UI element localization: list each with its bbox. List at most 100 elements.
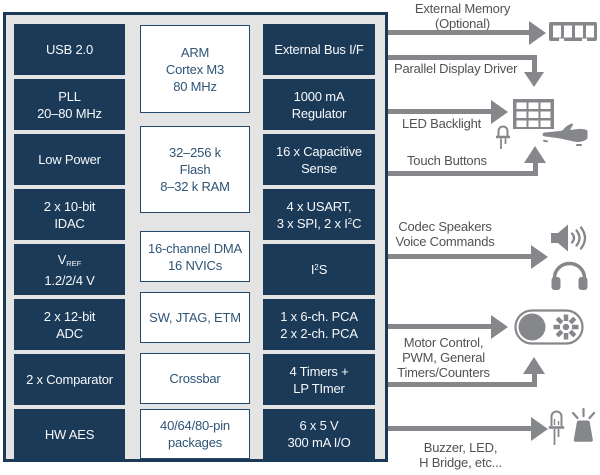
block-label: Sense (301, 160, 337, 176)
motor-control-label: Motor Control, PWM, General Timers/Count… (387, 335, 500, 380)
touch-buttons-arrow-line (388, 171, 538, 176)
label-line: LED Backlight (402, 116, 482, 131)
block-vref: VREF 1.2/2/4 V (14, 244, 125, 295)
block-label: Low Power (38, 152, 101, 167)
block-idac: 2 x 10-bit IDAC (14, 189, 125, 240)
block-label: 4 Timers + (289, 363, 349, 379)
touch-buttons-arrow-head (524, 146, 546, 163)
block-debug: SW, JTAG, ETM (140, 292, 250, 343)
buzzer-icon (571, 407, 596, 442)
block-label: 2 x 10-bit (43, 198, 96, 214)
touch-buttons-arrow-rise (533, 163, 538, 171)
block-label: USB 2.0 (45, 42, 93, 57)
block-external-bus: External Bus I/F (263, 24, 375, 75)
block-label: 6 x 5 V (299, 418, 339, 433)
block-label: HW AES (44, 426, 95, 442)
block-arm-core: ARM Cortex M3 80 MHz (140, 25, 250, 113)
block-label: 16-channel DMA (147, 240, 243, 256)
block-label: 80 MHz (173, 78, 217, 94)
block-label: ARM (180, 44, 210, 60)
block-label: IDAC (54, 215, 85, 231)
buzzer-arrow-head (531, 417, 548, 441)
parallel-display-label: Parallel Display Driver (394, 61, 517, 76)
block-label: SW, JTAG, ETM (149, 310, 241, 325)
block-label: 16 x Capacitive (276, 143, 362, 159)
block-label: VREF (58, 251, 81, 272)
label-line: (Optional) (434, 16, 491, 31)
block-label: PLL (58, 88, 81, 104)
buzzer-arrow-line (388, 426, 531, 431)
block-crossbar: Crossbar (140, 353, 250, 404)
block-label: 2 x Comparator (26, 372, 113, 387)
hand-icon (542, 123, 588, 146)
block-label: 40/64/80-pin (160, 418, 230, 433)
block-label: 2 x 12-bit (43, 308, 96, 324)
label-line: Timers/Counters (397, 365, 490, 380)
block-regulator: 1000 mA Regulator (263, 79, 375, 130)
parallel-display-arrow-line (388, 55, 537, 60)
label-part: S (318, 262, 328, 277)
block-hw-aes: HW AES (14, 409, 125, 459)
external-memory-arrow-line (388, 30, 529, 35)
label-part: C (352, 215, 362, 231)
label-line: External Memory (414, 1, 511, 16)
motor-arrow2-line (388, 382, 537, 387)
block-low-power: Low Power (14, 134, 125, 185)
block-label: ADC (56, 325, 83, 341)
block-label: 16 NVICs (167, 257, 223, 273)
block-label: 8–32 k RAM (160, 179, 230, 194)
led-backlight-arrow-head (491, 100, 508, 124)
block-label: I2S (310, 261, 328, 278)
block-io: 6 x 5 V 300 mA I/O (263, 409, 375, 459)
motor-arrow-line (388, 324, 491, 329)
block-label: 1000 mA (293, 88, 345, 104)
touch-buttons-label: Touch Buttons (407, 153, 487, 168)
buzzer-led-label: Buzzer, LED, H Bridge, etc... (398, 440, 523, 470)
led-backlight-label: LED Backlight (402, 116, 481, 131)
block-label: Flash (179, 162, 211, 177)
label-part: I (310, 262, 315, 277)
codec-arrow-head (531, 245, 548, 269)
block-label: 3 x SPI, 2 x I2C (277, 215, 362, 232)
block-comparator: 2 x Comparator (14, 354, 125, 405)
label-superscript: 2 (314, 263, 319, 272)
label-line: Touch Buttons (407, 153, 487, 168)
codec-speakers-label: Codec Speakers Voice Commands (389, 219, 501, 249)
vref-symbol: V (57, 251, 67, 267)
vref-subscript: REF (66, 258, 82, 268)
block-flash-ram: 32–256 k Flash 8–32 k RAM (140, 126, 250, 213)
block-i2s: I2S (263, 244, 375, 295)
block-packages: 40/64/80-pin packages (140, 409, 250, 459)
label-line: PWM, General (402, 350, 485, 365)
label-line: Parallel Display Driver (394, 61, 518, 76)
motor-arrow-head (491, 315, 508, 339)
label-line: Motor Control, (403, 335, 484, 350)
motor-icon (514, 309, 584, 345)
block-label: 300 mA I/O (287, 435, 351, 450)
block-label: LP TImer (293, 380, 345, 396)
block-pll: PLL 20–80 MHz (14, 79, 125, 130)
headphones-icon (551, 261, 588, 290)
led-backlight-arrow-line (388, 109, 491, 114)
label-line: H Bridge, etc... (419, 455, 502, 470)
block-label: Crossbar (169, 371, 221, 386)
led-matrix-icon (513, 99, 554, 129)
block-usb: USB 2.0 (14, 24, 125, 75)
block-label: 20–80 MHz (37, 105, 102, 121)
block-dma-nvic: 16-channel DMA 16 NVICs (140, 231, 250, 282)
led-bulb-icon (548, 410, 565, 445)
block-cap-sense: 16 x Capacitive Sense (263, 134, 375, 185)
memory-module-icon (549, 22, 597, 41)
block-label: 2 x 2-ch. PCA (280, 325, 358, 341)
block-label: 1 x 6-ch. PCA (280, 308, 358, 324)
block-timers: 4 Timers + LP TImer (263, 354, 375, 405)
label-part: 3 x SPI, 2 x I (276, 215, 348, 231)
block-adc: 2 x 12-bit ADC (14, 299, 125, 350)
motor-arrow2-head (523, 357, 545, 374)
block-label: External Bus I/F (274, 42, 364, 57)
label-line: Buzzer, LED, (423, 440, 498, 455)
chip-outline: USB 2.0 PLL 20–80 MHz Low Power 2 x 10-b… (3, 12, 388, 462)
external-memory-arrow-head (529, 21, 546, 45)
block-label: 4 x USART, (286, 198, 352, 214)
